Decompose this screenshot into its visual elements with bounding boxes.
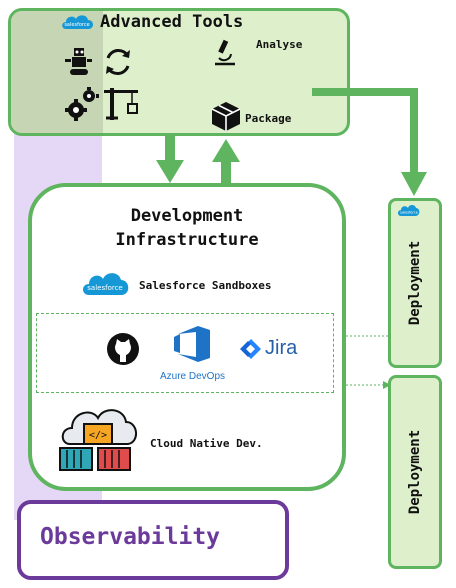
microscope-icon [215,39,235,66]
svg-text:salesforce: salesforce [400,211,418,215]
observability-label: Observability [40,524,221,550]
observability-box [17,500,289,580]
salesforce-sandboxes-label: Salesforce Sandboxes [139,279,272,292]
cloud-native-icon: </> [59,409,137,471]
analyse-label: Analyse [256,38,303,51]
gears-icon [65,87,99,121]
dev-title-line1: Development [130,206,244,226]
package-icon [211,102,241,131]
azure-devops-icon [174,326,210,362]
refresh-cycle-icon [106,49,130,75]
development-infrastructure-title: Development Infrastructure [28,204,346,252]
advanced-tools-title: Advanced Tools [100,12,244,32]
dev-title-line2: Infrastructure [115,230,259,250]
robot-icon [65,48,92,75]
jira-icon [240,339,261,359]
crane-icon [104,88,138,120]
salesforce-logo-icon: salesforce [62,15,94,29]
package-label: Package [245,112,292,125]
svg-text:</>: </> [89,430,107,441]
cloud-native-label: Cloud Native Dev. [150,437,263,450]
deployment-salesforce-logo-icon: salesforce [398,205,420,216]
azure-devops-label: Azure DevOps [160,371,226,382]
svg-text:salesforce: salesforce [87,284,122,292]
salesforce-sandboxes-logo-icon: salesforce [83,273,129,295]
deployment-label-top: Deployment [407,240,423,326]
deployment-label-bottom: Deployment [407,429,423,515]
svg-text:salesforce: salesforce [64,22,89,28]
jira-label: Jira [265,337,298,359]
deployment-box-bottom: Deployment [388,375,442,569]
dev-tools-group [36,313,334,393]
github-icon [107,333,139,365]
deployment-box-top: salesforce Deployment [388,198,442,368]
